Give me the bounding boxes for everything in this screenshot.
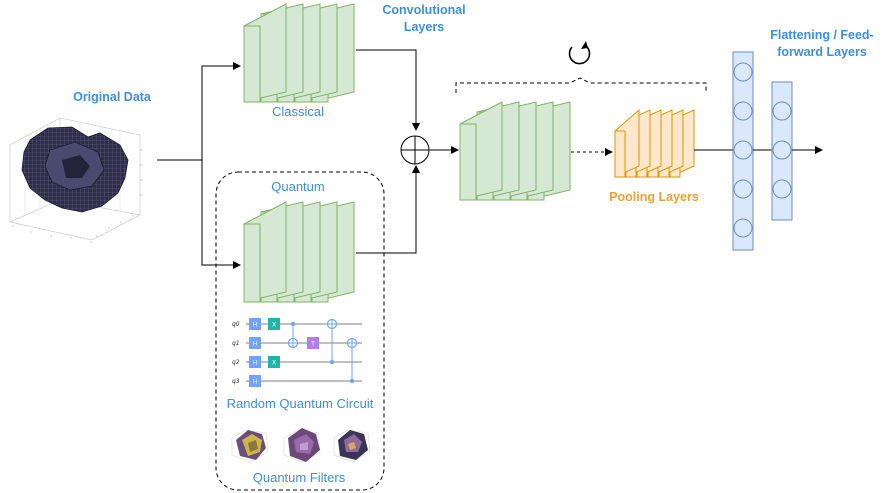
x-gate xyxy=(268,318,280,330)
qubit-wires xyxy=(246,323,362,382)
hadamard-gate xyxy=(249,375,261,387)
classical-label: Classical xyxy=(272,104,324,119)
conv-slab xyxy=(243,201,287,303)
neuron xyxy=(772,140,792,160)
quantum-filter-thumbnails xyxy=(231,428,371,463)
neuron xyxy=(772,179,792,199)
repeat-loop-icon xyxy=(568,41,591,65)
qubit-label-q3: q3 xyxy=(232,378,240,385)
target-cross xyxy=(288,319,357,348)
gate-label: H xyxy=(253,360,258,367)
neuron xyxy=(733,101,753,121)
neuron xyxy=(733,218,753,238)
qubit-label-q1: q1 xyxy=(232,340,240,347)
quantum-conv-stack xyxy=(243,201,355,303)
original-data-label: Original Data xyxy=(73,90,152,104)
second-conv-stack xyxy=(459,101,571,201)
pooling-stack xyxy=(614,108,695,178)
random-quantum-circuit-label: Random Quantum Circuit xyxy=(227,396,374,411)
control-lines xyxy=(292,324,353,381)
neuron xyxy=(733,62,753,82)
pooling-layers-label: Pooling Layers xyxy=(609,190,699,204)
quantum-filter-1 xyxy=(231,429,269,463)
control-dots xyxy=(290,321,355,384)
quantum-filters-label: Quantum Filters xyxy=(253,470,346,485)
classical-conv-stack xyxy=(243,3,355,103)
dense-layer-2 xyxy=(771,81,793,221)
gate-label: H xyxy=(253,379,258,386)
dense-layer-1 xyxy=(732,51,754,251)
gate-label: H xyxy=(253,322,258,329)
qubit-label-q0: q0 xyxy=(232,321,240,328)
input-connectors xyxy=(157,62,241,269)
voxel-plot-ticks xyxy=(12,149,143,243)
neuron xyxy=(733,140,753,160)
convolutional-layers-label-line1: Convolutional xyxy=(382,3,465,17)
quantum-filter-2 xyxy=(283,428,321,463)
neuron xyxy=(772,101,792,121)
qubit-label-q2: q2 xyxy=(232,359,240,366)
flattening-label-line2: forward Layers xyxy=(777,45,867,59)
flattening-label-line1: Flattening / Feed- xyxy=(770,28,873,42)
voxel-core xyxy=(62,155,90,178)
quantum-label: Quantum xyxy=(271,179,324,194)
merge-connectors xyxy=(356,49,420,254)
original-data-voxel-plot xyxy=(9,117,143,243)
convolutional-layers-label-line2: Layers xyxy=(404,20,444,34)
x-gate xyxy=(268,356,280,368)
hadamard-gate xyxy=(249,356,261,368)
gate-label: X xyxy=(272,360,276,367)
neuron xyxy=(733,179,753,199)
random-quantum-circuit: q0 q1 q2 q3 H X H xyxy=(232,318,362,387)
sum-node-icon xyxy=(400,135,430,165)
gate-label: X xyxy=(272,322,276,329)
hadamard-gate xyxy=(249,337,261,349)
gate-label: H xyxy=(253,341,258,348)
conv-slab xyxy=(243,3,287,103)
pool-slab xyxy=(614,108,640,178)
conv-slab xyxy=(459,101,503,201)
gate-label: T xyxy=(310,341,315,348)
t-gate xyxy=(307,337,319,349)
repeat-bracket xyxy=(455,77,707,93)
hadamard-gate xyxy=(249,318,261,330)
quantum-filter-3 xyxy=(333,429,371,463)
quantum-branch-box xyxy=(215,171,385,491)
